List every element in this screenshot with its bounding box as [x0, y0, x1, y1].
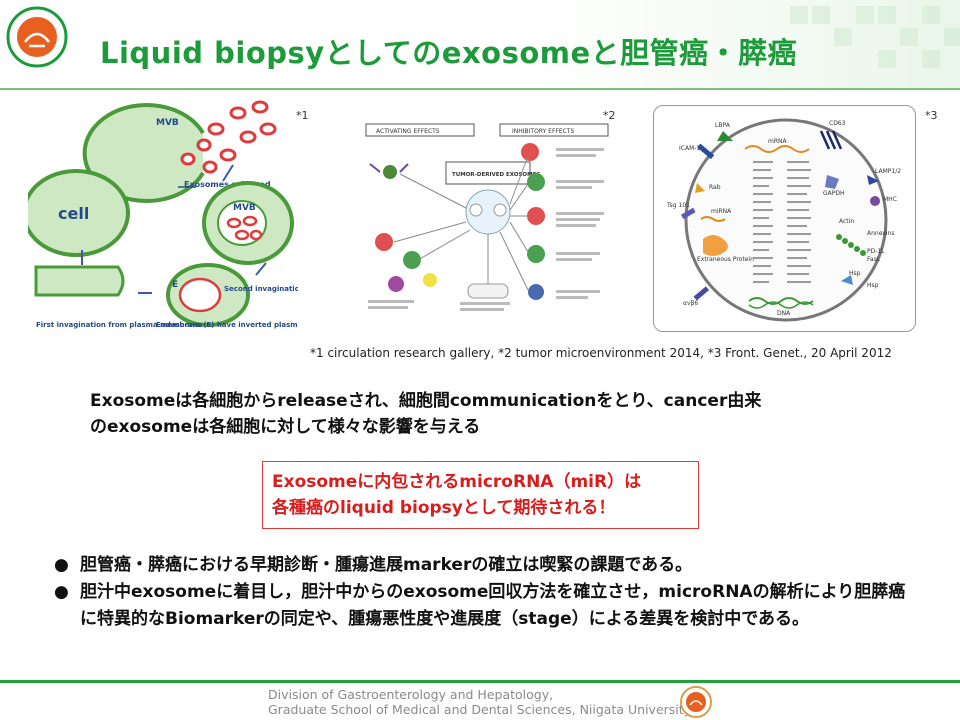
- extraneous-protein-label: Extraneous Protein: [697, 256, 754, 263]
- exosomes-released-label: Exosomes released: [184, 180, 271, 189]
- footer-line-1: Division of Gastroenterology and Hepatol…: [268, 687, 554, 702]
- mvb-top-label: MVB: [156, 118, 179, 128]
- mrna-label: mRNA: [768, 138, 788, 145]
- dna-label: DNA: [777, 310, 791, 317]
- footer: [0, 680, 960, 720]
- exosome-biogenesis-figure: MVB Exosomes released cell MVB E Second …: [28, 100, 298, 329]
- first-invagination-label: First invagination from plasma membrane: [36, 321, 203, 329]
- tsg-label: Tsg 101: [666, 202, 690, 209]
- mvb-mid-label: MVB: [233, 203, 256, 213]
- page-title: Liquid biopsyとしてのexosomeと胆管癌・膵癌: [100, 36, 798, 70]
- second-invagination-label: Second invagination towards the lumen: [224, 285, 298, 293]
- cell-label: cell: [58, 204, 89, 223]
- fig1-ref: *1: [296, 109, 309, 122]
- exosome-composition-figure: LBPA mRNA CD63 ICAM-1 LAMP1/2 MHC Tsg 10…: [666, 118, 901, 322]
- header-divider: [0, 88, 960, 90]
- bullet-list: ● 胆管癌・膵癌における早期診断・腫瘍進展markerの確立は喫緊の課題である。…: [52, 552, 922, 633]
- university-seal-icon: [6, 6, 68, 68]
- footer-text: Division of Gastroenterology and Hepatol…: [268, 687, 691, 717]
- inhibitory-label: INHIBITORY EFFECTS: [512, 128, 575, 135]
- callout-line-2: 各種癌のliquid biopsyとして期待される！: [272, 498, 616, 518]
- tumor-exosomes-label: TUMOR-DERIVED EXOSOMES: [452, 172, 540, 178]
- bullet-text: 胆管癌・膵癌における早期診断・腫瘍進展markerの確立は喫緊の課題である。: [80, 555, 693, 575]
- callout-line-1: Exosomeに内包されるmicroRNA（miR）は: [272, 472, 642, 492]
- mhc-label: MHC: [883, 196, 897, 203]
- summary-line-2: のexosomeは各細胞に対して様々な影響を与える: [90, 417, 481, 437]
- hsp2-label: Hsp: [867, 282, 879, 289]
- lamp-label: LAMP1/2: [875, 168, 901, 175]
- actin-label: Actin: [839, 218, 854, 225]
- footer-divider: [0, 680, 960, 683]
- cd63-label: CD63: [829, 120, 846, 127]
- footer-seal-icon: [680, 686, 712, 718]
- fig2-ref: *2: [603, 109, 616, 122]
- mirna-label: miRNA: [711, 208, 732, 215]
- endosomes-label: Endosomes (E) have inverted plasma membr…: [156, 321, 298, 329]
- endosome-label: E: [172, 280, 178, 290]
- activating-label: ACTIVATING EFFECTS: [376, 128, 440, 135]
- annexins-label: Annexins: [867, 230, 894, 237]
- avb6-label: αvβ6: [683, 300, 698, 307]
- hsp1-label: Hsp: [849, 270, 861, 277]
- bullet-dot-icon: ●: [54, 582, 69, 602]
- icam-label: ICAM-1: [679, 145, 700, 152]
- gapdh-label: GAPDH: [823, 190, 845, 197]
- fasl-label: FasL: [867, 256, 881, 263]
- footer-line-2: Graduate School of Medical and Dental Sc…: [268, 702, 692, 717]
- header-decoration: [790, 6, 960, 68]
- bullet-item: ● 胆汁中exosomeに着目し，胆汁中からのexosome回収方法を確立させ，…: [52, 579, 922, 633]
- lbpa-label: LBPA: [715, 122, 731, 129]
- summary-line-1: Exosomeは各細胞からreleaseされ、細胞間communicationを…: [90, 391, 762, 411]
- summary-text: Exosomeは各細胞からreleaseされ、細胞間communicationを…: [90, 388, 890, 440]
- pdl1-label: PD-1L: [867, 248, 885, 255]
- bullet-item: ● 胆管癌・膵癌における早期診断・腫瘍進展markerの確立は喫緊の課題である。: [52, 552, 922, 579]
- bullet-text: 胆汁中exosomeに着目し，胆汁中からのexosome回収方法を確立させ，mi…: [80, 582, 906, 629]
- rab-label: Rab: [709, 184, 721, 191]
- bullet-dot-icon: ●: [54, 555, 69, 575]
- tumor-exosome-effects-figure: ACTIVATING EFFECTS INHIBITORY EFFECTS TU…: [365, 123, 609, 311]
- figure-caption: *1 circulation research gallery, *2 tumo…: [310, 346, 892, 360]
- fig3-ref: *3: [925, 109, 938, 122]
- highlight-callout: Exosomeに内包されるmicroRNA（miR）は 各種癌のliquid b…: [262, 461, 699, 529]
